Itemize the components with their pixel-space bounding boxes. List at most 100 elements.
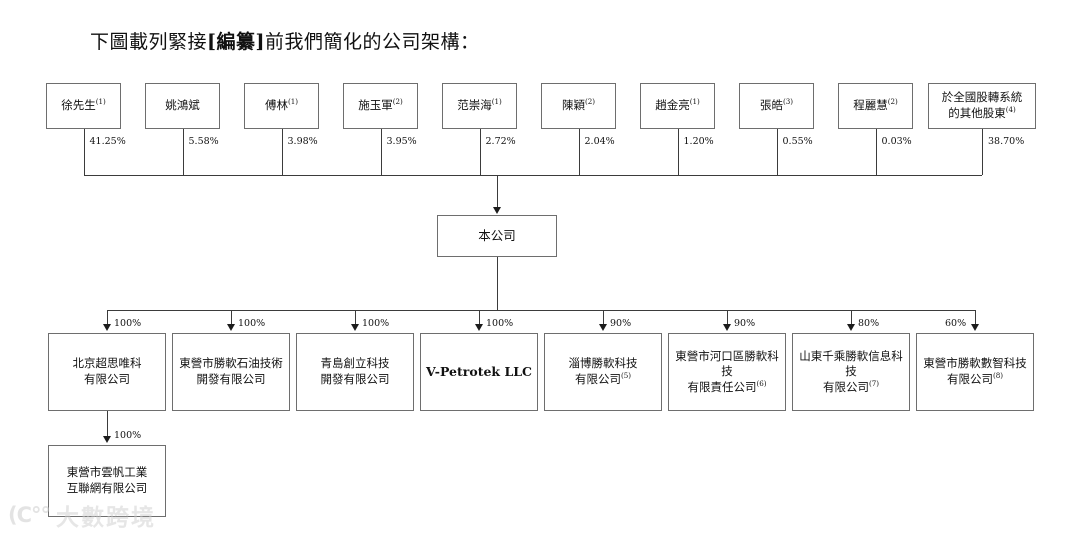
shareholder-box-5-label: 陳穎(2) xyxy=(561,97,596,113)
subsidiary-bus xyxy=(107,310,975,311)
subsidiary-box-4[interactable]: 淄博勝軟科技有限公司(5) xyxy=(544,333,662,411)
subsidiary-arrow-7 xyxy=(970,324,979,331)
shareholder-droplink-7 xyxy=(776,129,778,175)
subsidiary-box-0-label: 北京超思唯科有限公司 xyxy=(72,356,142,386)
subsidiary-box-0[interactable]: 北京超思唯科有限公司 xyxy=(48,333,166,411)
shareholder-pct-8: 0.03% xyxy=(881,136,912,147)
shareholder-box-3[interactable]: 施玉軍(2) xyxy=(343,83,418,129)
shareholder-box-1-label: 姚鴻斌 xyxy=(165,98,200,113)
shareholder-box-4-footnote: (1) xyxy=(491,97,502,107)
subsidiary-droplink-2 xyxy=(355,310,356,325)
company-inlink xyxy=(497,175,498,208)
subsidiary-box-3[interactable]: V-Petrotek LLC xyxy=(420,333,538,411)
shareholder-pct-9: 38.70% xyxy=(988,136,1025,147)
subsidiary-arrow-5 xyxy=(722,324,731,331)
title-prefix: 下圖載列緊接 xyxy=(90,31,208,53)
shareholder-box-3-label: 施玉軍(2) xyxy=(358,97,403,113)
shareholder-box-9-label: 於全國股轉系統的其他股東(4) xyxy=(941,90,1023,120)
title-bracket-term: [編纂] xyxy=(207,31,265,53)
subsidiary-droplink-3 xyxy=(479,310,480,325)
subsidiary-box-2[interactable]: 青島創立科技開發有限公司 xyxy=(296,333,414,411)
subsidiary-box-1[interactable]: 東營市勝軟石油技術開發有限公司 xyxy=(172,333,290,411)
page-title: 下圖載列緊接[編纂]前我們簡化的公司架構： xyxy=(90,27,480,54)
shareholder-box-4[interactable]: 范崇海(1) xyxy=(442,83,517,129)
subsidiary-droplink-1 xyxy=(231,310,232,325)
subsidiary-box-5-footnote: (6) xyxy=(756,378,767,388)
shareholder-box-1[interactable]: 姚鴻斌 xyxy=(145,83,220,129)
shareholder-box-2[interactable]: 傅林(1) xyxy=(244,83,319,129)
subsidiary-box-2-label: 青島創立科技開發有限公司 xyxy=(320,356,390,386)
subsidiary-arrow-3 xyxy=(474,324,483,331)
shareholder-box-7-footnote: (3) xyxy=(782,97,794,107)
shareholder-bus xyxy=(83,175,982,176)
subsidiary-arrow-0 xyxy=(102,324,111,331)
subsidiary-droplink-5 xyxy=(727,310,728,325)
subsidiary-pct-7: 60% xyxy=(945,318,967,329)
shareholder-box-0[interactable]: 徐先生(1) xyxy=(46,83,121,129)
shareholder-pct-5: 2.04% xyxy=(584,136,615,147)
shareholder-box-0-footnote: (1) xyxy=(95,97,106,107)
shareholder-box-6-footnote: (1) xyxy=(689,97,700,107)
shareholder-box-7[interactable]: 張皓(3) xyxy=(739,83,814,129)
shareholder-box-8-footnote: (2) xyxy=(887,97,898,107)
shareholder-droplink-9 xyxy=(982,129,983,175)
subsidiary-box-6[interactable]: 山東千乘勝軟信息科技有限公司(7) xyxy=(792,333,910,411)
subsidiary-box-5[interactable]: 東營市河口區勝軟科技有限責任公司(6) xyxy=(668,333,786,411)
shareholder-droplink-4 xyxy=(479,129,481,175)
company-box[interactable]: 本公司 xyxy=(437,215,557,257)
title-suffix: 前我們簡化的公司架構： xyxy=(265,31,480,53)
shareholder-pct-1: 5.58% xyxy=(188,136,219,147)
shareholder-droplink-0 xyxy=(83,129,85,175)
shareholder-box-7-label: 張皓(3) xyxy=(759,97,794,113)
subsidiary-droplink-6 xyxy=(851,310,852,325)
shareholder-box-5-footnote: (2) xyxy=(584,97,596,107)
subsidiary-droplink-0 xyxy=(107,310,108,325)
shareholder-droplink-1 xyxy=(182,129,184,175)
subsidiary-pct-5: 90% xyxy=(734,318,756,329)
subsidiary-droplink-4 xyxy=(603,310,604,325)
shareholder-box-5[interactable]: 陳穎(2) xyxy=(541,83,616,129)
subsidiary-arrow-6 xyxy=(846,324,855,331)
shareholder-pct-7: 0.55% xyxy=(782,136,813,147)
watermark-logo-icon: (C°° xyxy=(8,503,51,527)
shareholder-droplink-3 xyxy=(380,129,382,175)
subsidiary-box-4-footnote: (5) xyxy=(620,371,632,381)
subsidiary-pct-2: 100% xyxy=(362,318,390,329)
shareholder-pct-0: 41.25% xyxy=(89,136,126,147)
subsidiary-box-6-footnote: (7) xyxy=(868,378,880,388)
shareholder-box-4-label: 范崇海(1) xyxy=(457,97,502,113)
shareholder-droplink-6 xyxy=(677,129,679,175)
subsidiary-pct-6: 80% xyxy=(858,318,880,329)
subsidiary-pct-0: 100% xyxy=(114,318,142,329)
shareholder-box-9[interactable]: 於全國股轉系統的其他股東(4) xyxy=(928,83,1036,129)
subsidiary-pct-1: 100% xyxy=(238,318,266,329)
subsidiary-box-7-footnote: (8) xyxy=(992,371,1004,381)
sub-subsidiary-pct: 100% xyxy=(114,430,142,441)
shareholder-pct-3: 3.95% xyxy=(386,136,417,147)
shareholder-box-8-label: 程麗慧(2) xyxy=(853,97,898,113)
shareholder-box-8[interactable]: 程麗慧(2) xyxy=(838,83,913,129)
shareholder-droplink-5 xyxy=(578,129,580,175)
shareholder-droplink-2 xyxy=(281,129,283,175)
shareholder-box-3-footnote: (2) xyxy=(392,97,403,107)
subsidiary-box-5-label: 東營市河口區勝軟科技有限責任公司(6) xyxy=(675,348,779,394)
subsidiary-box-6-label: 山東千乘勝軟信息科技有限公司(7) xyxy=(799,348,903,394)
sub-subsidiary-link xyxy=(107,411,108,437)
subsidiary-box-1-label: 東營市勝軟石油技術開發有限公司 xyxy=(179,356,283,386)
subsidiary-arrow-2 xyxy=(350,324,359,331)
shareholder-pct-6: 1.20% xyxy=(683,136,714,147)
shareholder-box-6-label: 趙金亮(1) xyxy=(655,97,700,113)
subsidiary-arrow-1 xyxy=(226,324,235,331)
subsidiary-box-7-label: 東營市勝軟數智科技有限公司(8) xyxy=(923,356,1027,386)
company-box-label: 本公司 xyxy=(478,227,516,243)
shareholder-pct-2: 3.98% xyxy=(287,136,318,147)
subsidiary-arrow-4 xyxy=(598,324,607,331)
subsidiary-pct-3: 100% xyxy=(486,318,514,329)
sub-subsidiary-box[interactable]: 東營市雲帆工業互聯網有限公司 xyxy=(48,445,166,517)
subsidiary-box-4-label: 淄博勝軟科技有限公司(5) xyxy=(568,356,638,386)
company-outlink xyxy=(497,257,498,310)
shareholder-droplink-8 xyxy=(875,129,877,175)
subsidiary-box-7[interactable]: 東營市勝軟數智科技有限公司(8) xyxy=(916,333,1034,411)
shareholder-box-6[interactable]: 趙金亮(1) xyxy=(640,83,715,129)
